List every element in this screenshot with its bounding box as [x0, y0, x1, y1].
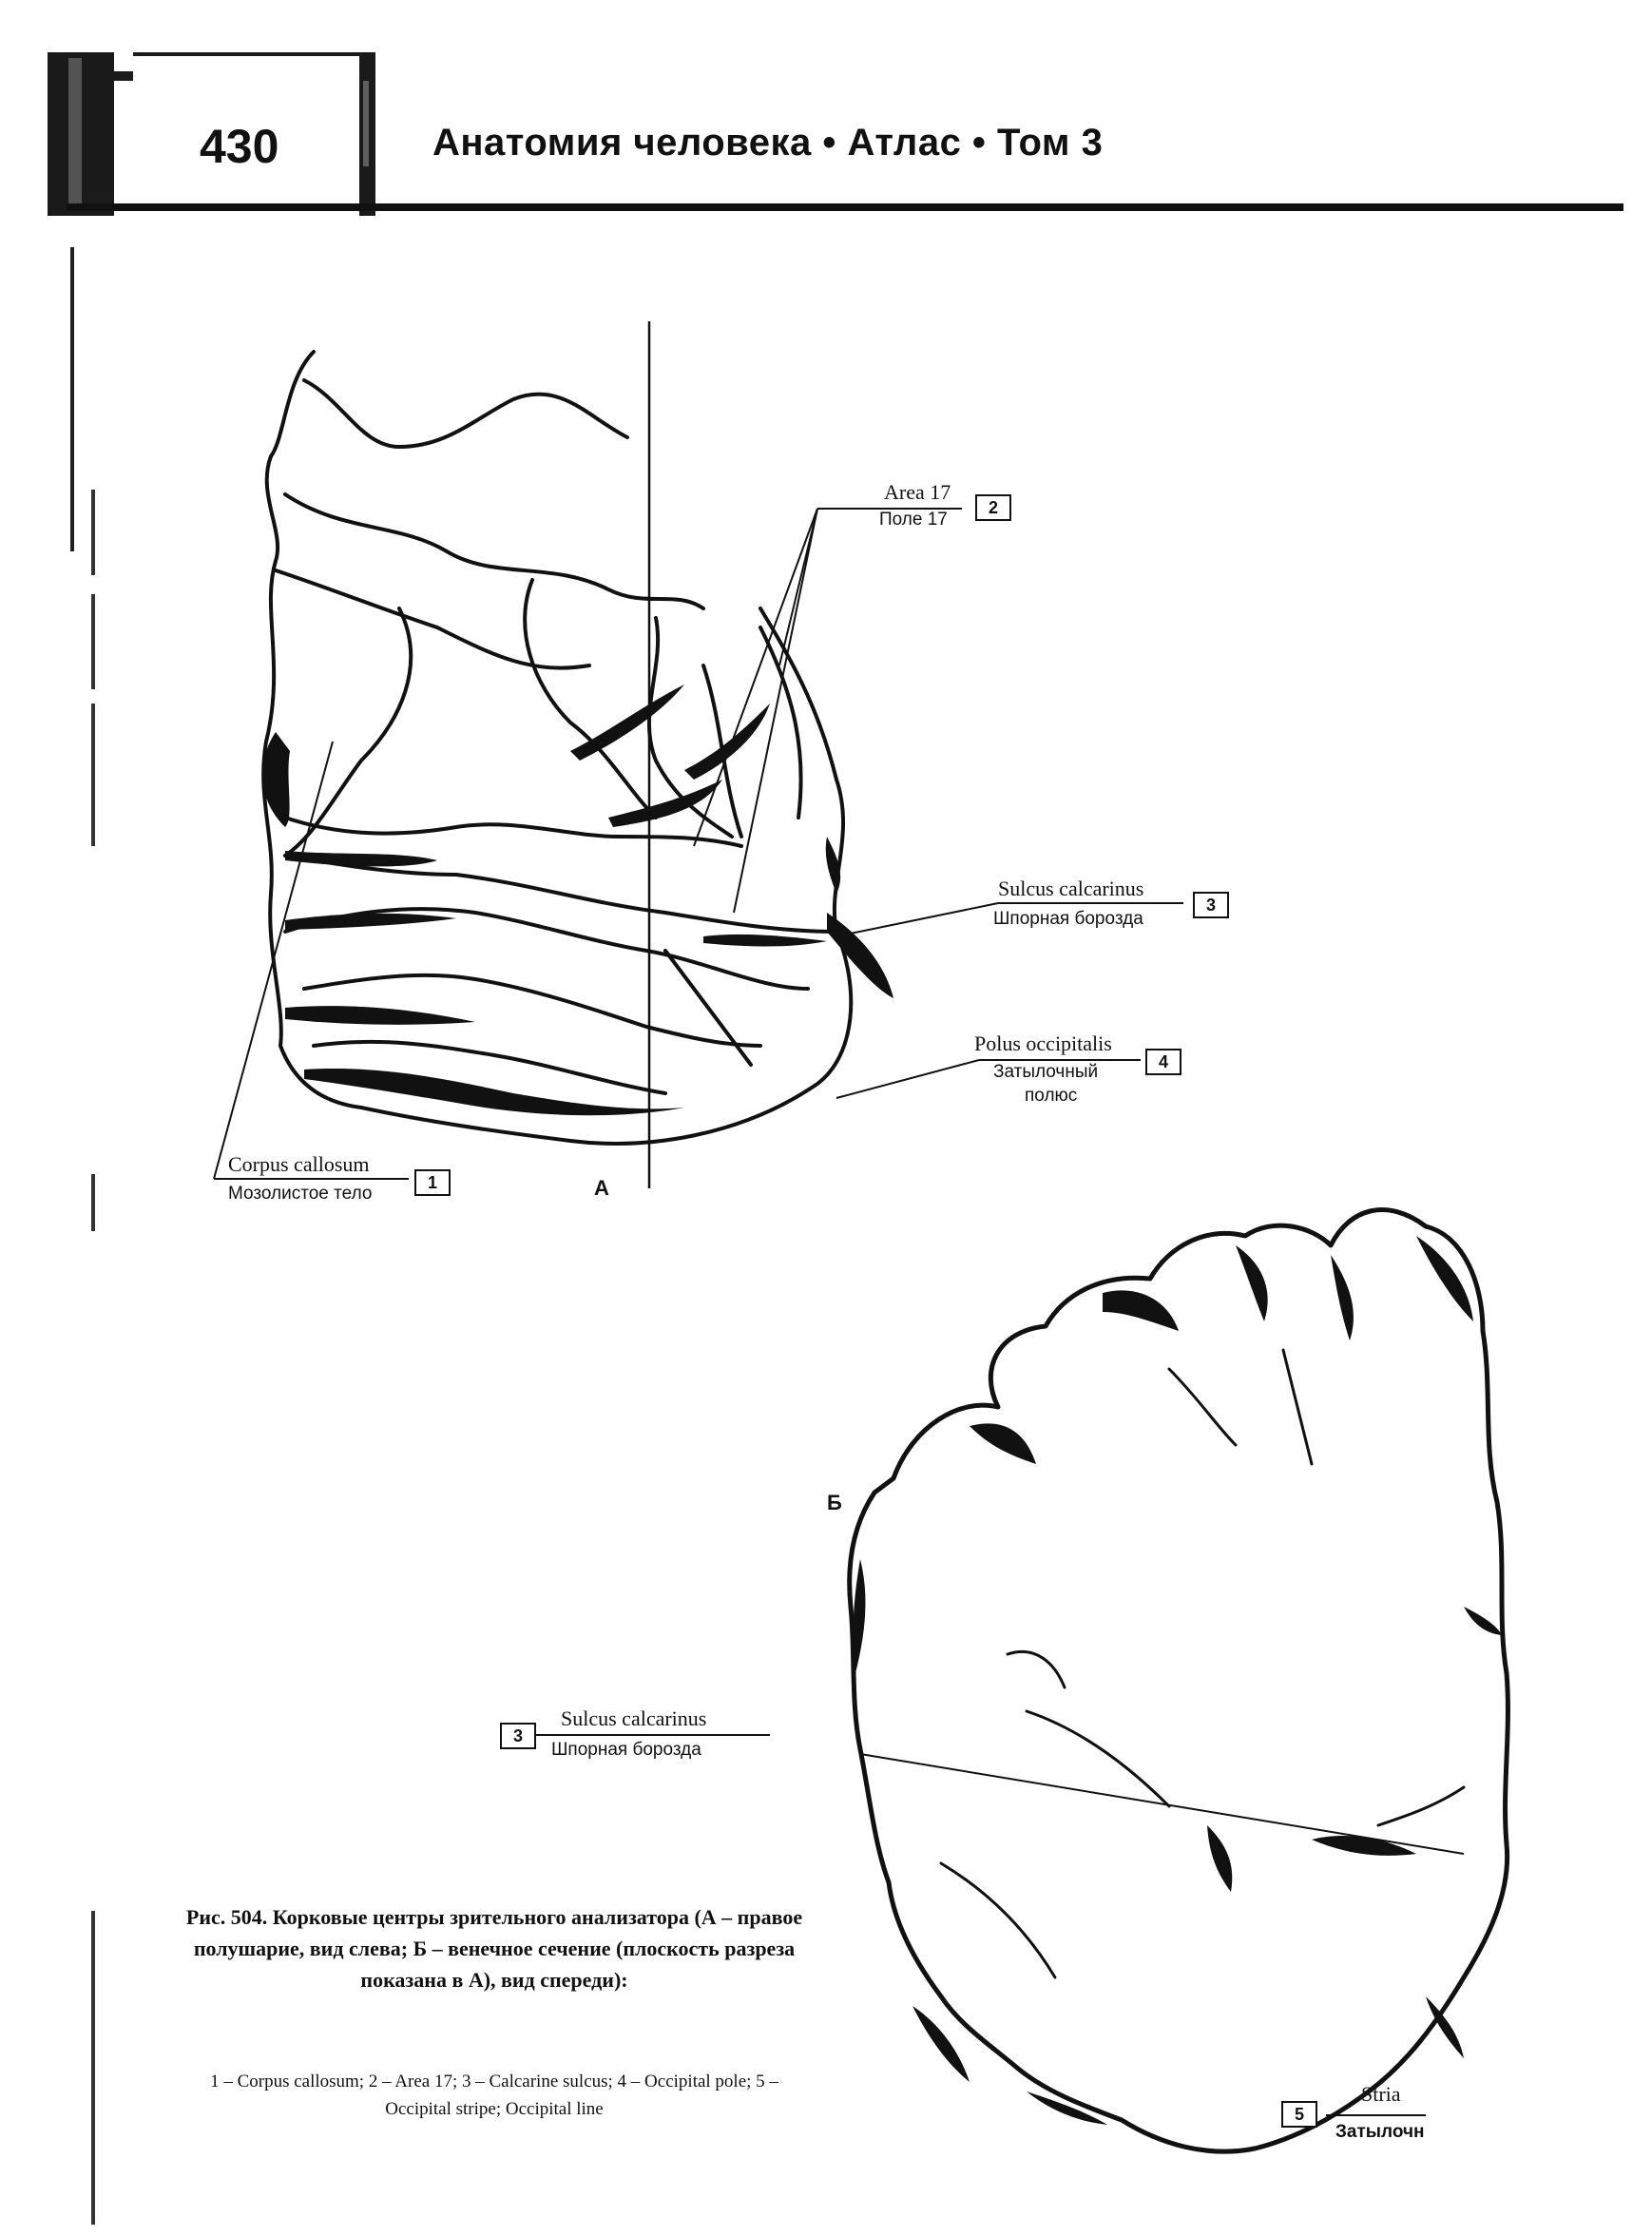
header-bar: [48, 52, 375, 216]
label-polus-occipitalis-latin: Polus occipitalis: [974, 1031, 1112, 1055]
label-area17-russian: Поле 17: [879, 510, 948, 530]
label-number-2: 2: [975, 494, 1011, 521]
figure-caption-legend: 1 – Corpus callosum; 2 – Area 17; 3 – Ca…: [210, 2072, 778, 2119]
margin-mark: [91, 490, 95, 575]
label-polus-occipitalis-russian-1: Затылочный: [993, 1062, 1099, 1082]
label-b-sulcus-calcarinus-latin: Sulcus calcarinus: [561, 1706, 707, 1730]
margin-mark: [70, 247, 74, 551]
margin-mark: [91, 594, 95, 689]
label-number-4: 4: [1145, 1049, 1181, 1075]
label-sulcus-calcarinus-russian: Шпорная борозда: [993, 909, 1143, 929]
label-number-1: 1: [414, 1169, 451, 1196]
label-area17-latin: Area 17: [884, 480, 951, 504]
label-b-number-5: 5: [1281, 2101, 1317, 2128]
figure-b-letter: Б: [827, 1491, 842, 1514]
label-polus-occipitalis-russian-2: полюс: [1025, 1086, 1078, 1106]
margin-mark: [91, 1911, 95, 2225]
margin-mark: [91, 1174, 95, 1231]
label-number-3: 3: [1193, 892, 1229, 918]
label-sulcus-calcarinus-latin: Sulcus calcarinus: [998, 877, 1144, 900]
figure-caption-title: Рис. 504. Корковые центры зрительного ан…: [185, 1905, 803, 1992]
label-corpus-callosum-latin: Corpus callosum: [228, 1152, 370, 1176]
label-b-stria-russian: Затылочн: [1335, 2122, 1425, 2142]
header-rule: [67, 203, 1623, 211]
label-b-sulcus-calcarinus-russian: Шпорная борозда: [551, 1740, 701, 1760]
header-tab-graphic: [48, 52, 375, 216]
label-corpus-callosum-russian: Мозолистое тело: [228, 1184, 373, 1204]
page-number: 430: [200, 120, 279, 173]
margin-mark: [91, 704, 95, 846]
label-b-number-3: 3: [500, 1723, 536, 1749]
running-title: Анатомия человека • Атлас • Том 3: [432, 122, 1104, 164]
figure-a-letter: А: [594, 1176, 609, 1200]
label-b-stria-latin: Stria: [1361, 2082, 1401, 2106]
